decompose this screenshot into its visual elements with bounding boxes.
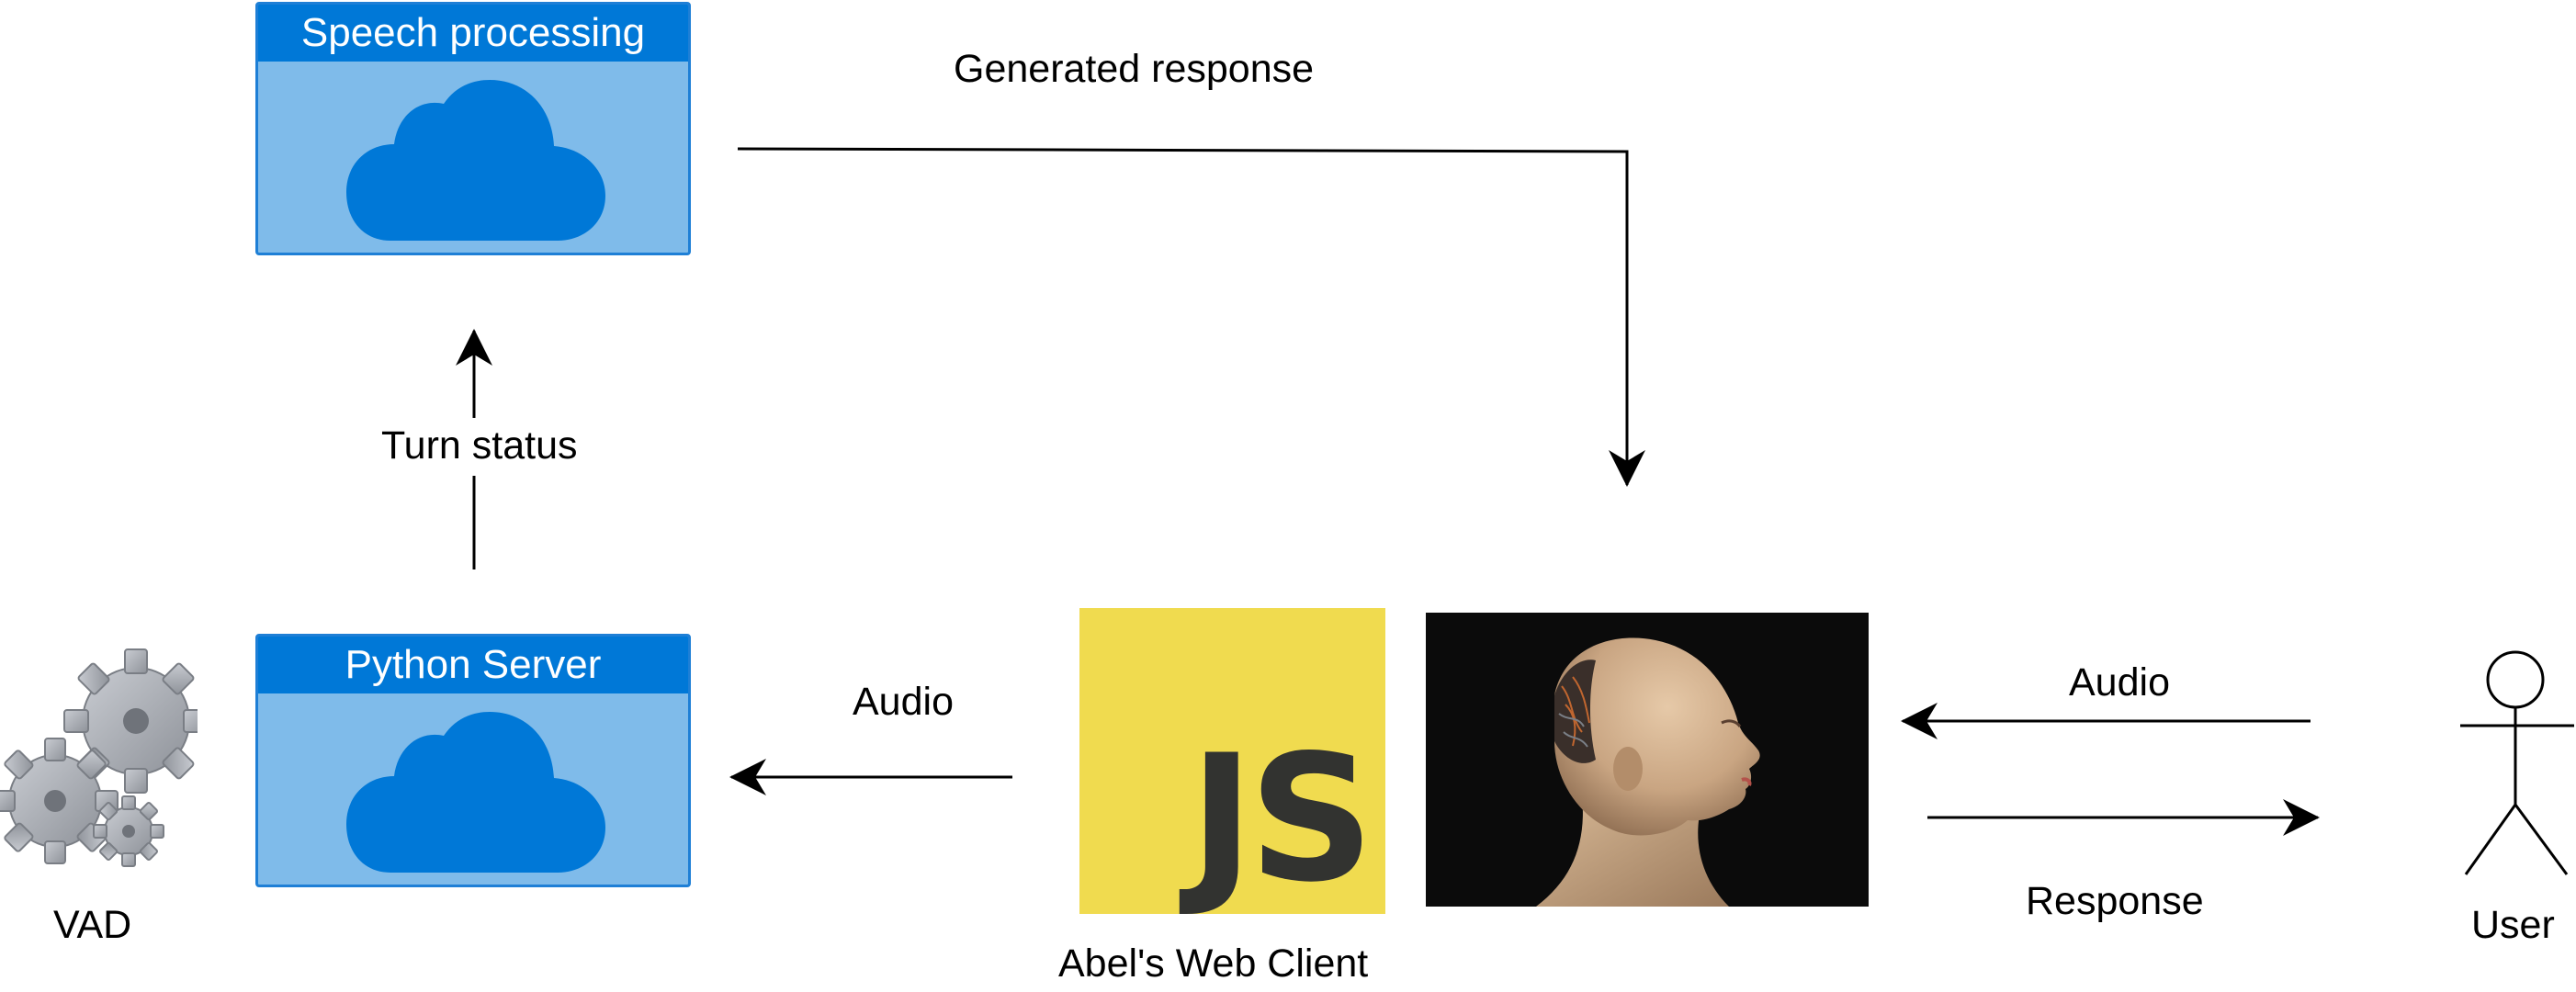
edge-label-audio-from-user: Audio — [2069, 660, 2170, 705]
speech-processing-node: Speech processing — [255, 2, 691, 255]
cloud-icon — [346, 80, 605, 241]
edge-label-audio-to-server: Audio — [853, 680, 954, 724]
vad-label: VAD — [53, 903, 132, 947]
cloud-icon — [346, 712, 605, 873]
robot-head-image — [1426, 613, 1869, 907]
edge-label-response: Response — [2026, 879, 2204, 923]
robot-head-drawing — [1536, 637, 1760, 907]
python-server-node: Python Server — [255, 634, 691, 887]
js-logo-text: JS — [1189, 717, 1374, 920]
speech-processing-title: Speech processing — [258, 5, 688, 62]
edge-label-generated-response: Generated response — [954, 47, 1315, 91]
gears-icon — [0, 648, 198, 867]
stick-figure-icon — [2460, 650, 2574, 875]
arrow-generated-response — [737, 147, 1645, 487]
js-logo-icon: JS — [1079, 608, 1385, 914]
edge-label-turn-status: Turn status — [381, 423, 578, 468]
web-client-label: Abel's Web Client — [1058, 941, 1369, 986]
python-server-title: Python Server — [258, 637, 688, 693]
user-label: User — [2471, 903, 2555, 947]
